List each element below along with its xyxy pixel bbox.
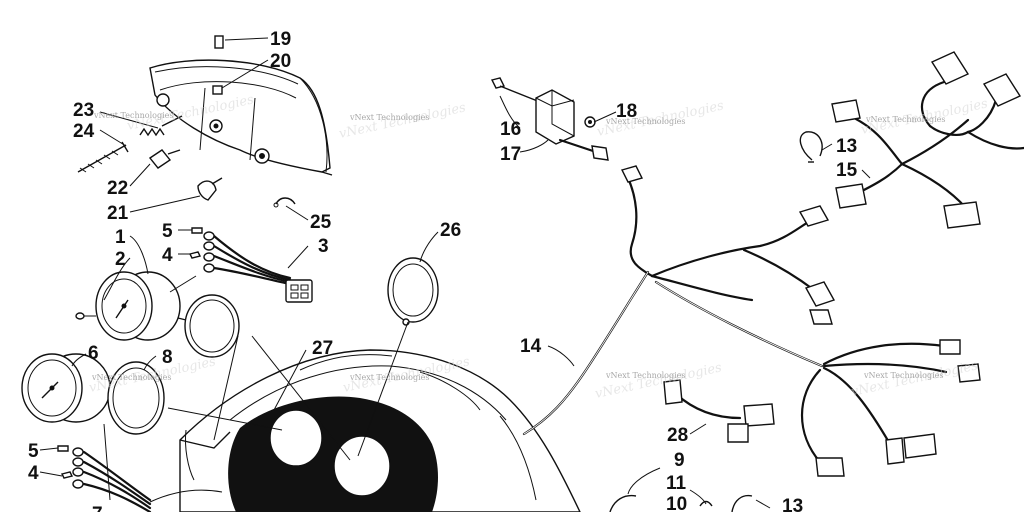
- callout-18: 18: [616, 101, 637, 122]
- callout-23: 23: [73, 100, 94, 121]
- callout-1: 1: [115, 227, 126, 248]
- bulb-5a: [191, 227, 203, 234]
- bezel-ring-26: [387, 257, 439, 326]
- harness-connectors: [620, 165, 981, 477]
- callout-9: 9: [674, 450, 685, 471]
- watermark-text: vNext Technologies: [349, 373, 429, 382]
- callout-15: 15: [836, 160, 858, 181]
- callout-13-upper: 13: [836, 136, 857, 157]
- gauge-harness-3: [212, 234, 313, 303]
- speedometer-gauge: [95, 271, 187, 341]
- callout-5-lower: 5: [28, 441, 39, 462]
- callout-5-upper: 5: [162, 221, 173, 242]
- leaders-headlight: [99, 37, 309, 221]
- leaders-gauge6: [39, 353, 157, 501]
- bulb-clip: [212, 35, 224, 95]
- callout-28: 28: [667, 425, 688, 446]
- main-wiring-harness: [522, 176, 948, 464]
- bulb-5b: [57, 445, 69, 452]
- callout-6: 6: [88, 343, 99, 364]
- grommet-18: [584, 116, 596, 128]
- sub-harness-15: [831, 51, 1024, 229]
- callout-20: 20: [270, 51, 291, 72]
- jumper-harness-28: [663, 379, 775, 443]
- leaders-relay: [499, 95, 617, 153]
- headlight-housing: [149, 59, 333, 176]
- watermark-text: vNext Technologies: [605, 117, 685, 126]
- watermark-text: vNext Technologies: [865, 115, 945, 124]
- watermark-text: vNext Technologies: [93, 111, 173, 120]
- callout-25: 25: [310, 212, 332, 233]
- callout-2: 2: [115, 249, 126, 270]
- callout-labels: 19 20 23 24 22 21 25 1 2 5 4 3 6 8 5 4 7…: [28, 29, 858, 512]
- callout-21: 21: [107, 203, 129, 224]
- tachometer-gauge: [21, 353, 111, 423]
- retaining-wire: [273, 197, 296, 208]
- mounting-screw-16: [490, 77, 541, 103]
- gauge-harness-7: [82, 450, 152, 512]
- callout-16: 16: [500, 119, 521, 140]
- bezel-ring-8b: [107, 361, 165, 435]
- watermark-text: vNext Technologies: [594, 360, 724, 402]
- leaders-gauge1: [103, 229, 309, 301]
- callout-3: 3: [318, 236, 329, 257]
- adjuster-screw: [77, 141, 129, 173]
- callout-14: 14: [520, 336, 542, 357]
- adjuster-spring: [139, 115, 183, 137]
- callout-26: 26: [440, 220, 461, 241]
- gauge-bulb-2: [75, 312, 96, 320]
- callout-17: 17: [500, 144, 521, 165]
- watermark-text: vNext Technologies: [91, 373, 171, 382]
- callout-22: 22: [107, 178, 128, 199]
- dash-panel: [149, 349, 581, 512]
- watermark-text: vNext Technologies: [863, 371, 943, 380]
- bulb-sockets-4b: [60, 447, 84, 489]
- callout-4-lower: 4: [28, 463, 39, 484]
- bulb-sockets-4a: [188, 231, 215, 273]
- leaders-sub: [821, 143, 871, 179]
- bulb-socket: [148, 149, 181, 169]
- callout-13-lower: 13: [782, 496, 803, 512]
- bulb: [197, 177, 223, 201]
- bezel-ring-8a: [184, 294, 240, 358]
- leaders-harness: [547, 345, 575, 367]
- watermark-text: vNext Technologies: [349, 113, 429, 122]
- bottom-parts: [609, 494, 753, 512]
- watermark-text: vNext Technologies: [605, 371, 685, 380]
- relay-module-17: [535, 89, 609, 161]
- callout-4-upper: 4: [162, 245, 173, 266]
- callout-19: 19: [270, 29, 291, 50]
- callout-7: 7: [92, 504, 103, 512]
- cable-tie-13a: [799, 131, 823, 163]
- callout-11: 11: [666, 473, 687, 494]
- callout-27: 27: [312, 338, 333, 359]
- leaders-bottom: [627, 423, 771, 509]
- callout-10: 10: [666, 494, 687, 512]
- callout-24: 24: [73, 121, 95, 142]
- callout-8: 8: [162, 347, 173, 368]
- leaders-dash: [167, 231, 439, 461]
